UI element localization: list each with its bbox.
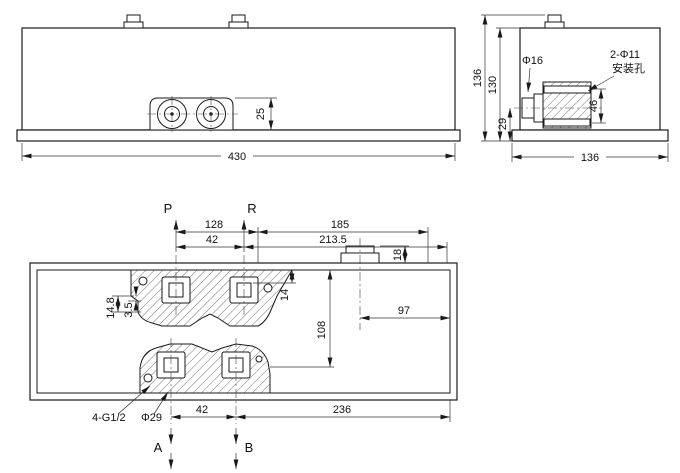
mount-hole-band xyxy=(543,85,591,94)
callout-mount-holes: 2-Φ11 安装孔 xyxy=(587,49,645,92)
dim-236: 236 xyxy=(236,400,451,422)
dim-42-bottom-label: 42 xyxy=(196,404,208,416)
callout-port-dia: Φ16 xyxy=(522,55,543,93)
port-a-label: A xyxy=(154,440,163,455)
callout-thread: 4-G1/2 xyxy=(92,385,151,424)
dim-213-5: 213.5 xyxy=(244,234,448,263)
dim-42-bottom: 42 xyxy=(171,404,236,420)
dim-108: 108 xyxy=(270,270,334,368)
dim-46: 46 xyxy=(588,88,606,124)
mount-holes-label: 2-Φ11 xyxy=(610,49,640,61)
dim-14: 14 xyxy=(253,270,296,301)
bore-note-label: Φ29 xyxy=(141,412,162,424)
callout-bore: Φ29 xyxy=(141,391,169,424)
dim-3-5-label: 3.5 xyxy=(123,302,135,317)
dim-25: 25 xyxy=(235,97,277,130)
dim-236-label: 236 xyxy=(333,404,351,416)
small-hole xyxy=(138,276,148,286)
port-r-callout: R xyxy=(241,201,257,252)
dim-108-label: 108 xyxy=(316,321,328,339)
dim-136-width-label: 136 xyxy=(581,152,599,164)
top-plug-cap xyxy=(126,14,141,23)
dim-130: 130 xyxy=(487,27,520,141)
dim-185-label: 185 xyxy=(331,219,349,231)
dim-18: 18 xyxy=(380,245,409,263)
dim-3-5: 3.5 xyxy=(123,286,141,318)
plan-view: P R 128 185 42 213.5 18 xyxy=(29,201,458,469)
dim-130-label: 130 xyxy=(487,76,499,94)
top-plug-cap xyxy=(231,14,246,23)
dim-97: 97 xyxy=(360,305,450,321)
dim-430: 430 xyxy=(21,143,456,163)
port-b-callout: B xyxy=(233,428,254,469)
dim-14-8: 14.8 xyxy=(105,295,141,319)
dim-14-8-label: 14.8 xyxy=(105,297,117,318)
dim-14-label: 14 xyxy=(279,289,291,301)
port-p-label: P xyxy=(164,201,173,216)
mount-hole-band xyxy=(543,118,591,127)
top-plug-collar xyxy=(544,21,565,29)
port-r-label: R xyxy=(247,201,256,216)
port-b-label: B xyxy=(245,440,254,455)
top-plug-cap xyxy=(547,14,562,23)
top-plug-collar xyxy=(228,21,249,29)
front-view: 25 430 xyxy=(16,14,461,163)
dim-18-label: 18 xyxy=(392,249,404,261)
dim-97-label: 97 xyxy=(398,305,410,317)
top-plug-collar xyxy=(123,21,144,29)
port-p-callout: P xyxy=(164,201,179,252)
port-a-callout: A xyxy=(154,428,174,469)
small-hole xyxy=(255,355,263,363)
small-hole xyxy=(263,283,273,293)
dim-136-height-label: 136 xyxy=(472,69,484,87)
thread-note-label: 4-G1/2 xyxy=(92,412,126,424)
dim-213-5-label: 213.5 xyxy=(319,234,347,246)
dim-29: 29 xyxy=(497,108,513,141)
side-view-outline xyxy=(511,14,669,142)
dim-136-width: 136 xyxy=(511,143,669,164)
dim-128-label: 128 xyxy=(205,219,223,231)
dim-25-label: 25 xyxy=(255,108,267,120)
dim-430-label: 430 xyxy=(228,151,246,163)
small-hole xyxy=(143,373,153,383)
front-view-outline xyxy=(16,14,461,142)
dim-185: 185 xyxy=(258,219,429,263)
dim-29-label: 29 xyxy=(497,118,509,130)
mount-holes-label-cn: 安装孔 xyxy=(612,61,645,75)
dim-42-top: 42 xyxy=(176,234,244,250)
dim-46-label: 46 xyxy=(588,100,600,112)
plan-view-outline xyxy=(29,238,458,424)
dim-136-height: 136 xyxy=(472,14,545,142)
dim-42-top-label: 42 xyxy=(206,234,218,246)
side-view: Φ16 2-Φ11 安装孔 46 136 130 29 xyxy=(472,14,669,164)
port-dia-label: Φ16 xyxy=(522,55,543,67)
